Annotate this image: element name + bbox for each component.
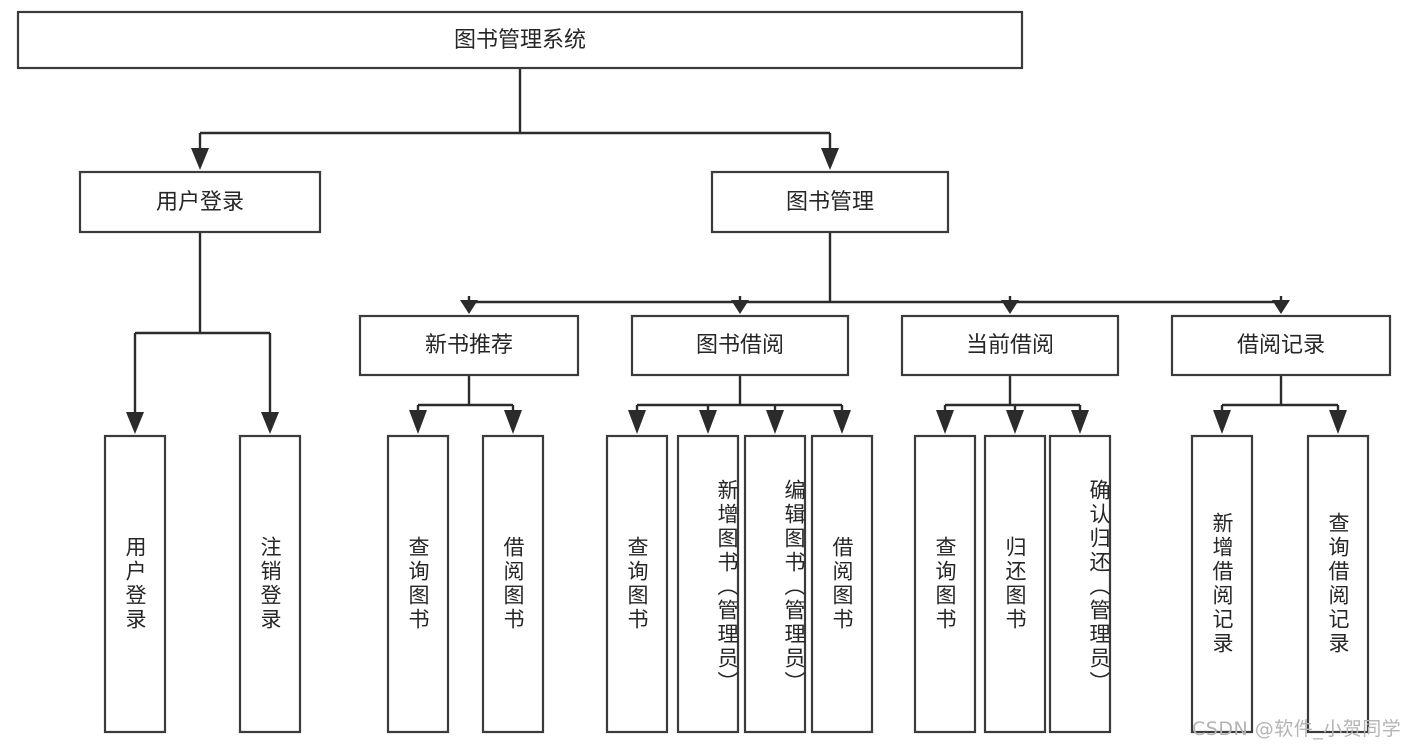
arrowhead-leaf-5 [628, 410, 646, 434]
arrowhead-record [1272, 300, 1290, 314]
arrowhead-leaf-12 [1213, 410, 1231, 434]
arrowhead-current [1001, 300, 1019, 314]
node-book-management-label: 图书管理 [786, 190, 874, 215]
arrowhead-borrow [731, 300, 749, 314]
connectors-userlogin-to-leaves [126, 232, 279, 434]
node-current-borrow-label: 当前借阅 [966, 333, 1054, 358]
node-borrow-record[interactable]: 借阅记录 [1170, 314, 1392, 377]
node-leaf-box-8[interactable] [810, 434, 874, 734]
arrowhead-leaf-9 [936, 410, 954, 434]
node-user-login[interactable]: 用户登录 [78, 170, 322, 234]
connectors-root-to-level2 [191, 68, 839, 170]
node-leaf-box-1[interactable] [103, 434, 167, 734]
node-current-borrow-box[interactable] [900, 314, 1120, 377]
connectors-newbook-to-leaves [409, 375, 522, 434]
node-leaf-box-11[interactable] [1048, 434, 1112, 734]
node-leaf-box-3[interactable] [386, 434, 450, 734]
node-user-login-label: 用户登录 [156, 190, 244, 215]
node-borrow-record-label: 借阅记录 [1237, 333, 1325, 358]
node-new-book-recommend-label: 新书推荐 [425, 333, 513, 358]
node-book-borrow[interactable]: 图书借阅 [630, 314, 850, 377]
node-root-label: 图书管理系统 [454, 28, 586, 53]
connectors-record-to-leaves [1213, 375, 1347, 434]
connectors-borrow-to-leaves [628, 375, 851, 434]
node-leaf-box-13[interactable] [1306, 434, 1370, 734]
node-leaf-box-4[interactable] [481, 434, 545, 734]
node-leaf-box-7[interactable] [743, 434, 807, 734]
node-leaf-box-12[interactable] [1190, 434, 1254, 734]
node-book-management-box[interactable] [710, 170, 950, 234]
node-leaf-box-6[interactable] [676, 434, 740, 734]
node-leaf-box-9[interactable] [913, 434, 977, 734]
node-current-borrow[interactable]: 当前借阅 [900, 314, 1120, 377]
arrowhead-book-mgmt [821, 148, 839, 170]
arrowhead-user-login [191, 148, 209, 170]
arrowhead-leaf-10 [1006, 410, 1024, 434]
node-book-borrow-label: 图书借阅 [696, 333, 784, 358]
node-root-box[interactable] [16, 10, 1024, 70]
arrowhead-leaf-4 [504, 410, 522, 434]
arrowhead-leaf-7 [766, 410, 784, 434]
watermark-text: CSDN @软件_小贺同学 [1192, 718, 1402, 740]
connectors-current-to-leaves [936, 375, 1089, 434]
connectors-bookmgmt-to-level3 [460, 232, 1290, 314]
arrowhead-leaf-1 [126, 412, 144, 434]
arrowhead-leaf-13 [1329, 410, 1347, 434]
node-book-borrow-box[interactable] [630, 314, 850, 377]
node-new-book-recommend-box[interactable] [358, 314, 580, 377]
node-leaf-box-10[interactable] [983, 434, 1047, 734]
node-borrow-record-box[interactable] [1170, 314, 1392, 377]
arrowhead-leaf-6 [699, 410, 717, 434]
arrowhead-leaf-11 [1071, 410, 1089, 434]
node-new-book-recommend[interactable]: 新书推荐 [358, 314, 580, 377]
node-root[interactable]: 图书管理系统 [16, 10, 1024, 70]
node-book-management[interactable]: 图书管理 [710, 170, 950, 234]
arrowhead-leaf-3 [409, 410, 427, 434]
node-leaf-box-2[interactable] [238, 434, 302, 734]
arrowhead-leaf-2 [261, 412, 279, 434]
node-leaf-box-5[interactable] [605, 434, 669, 734]
arrowhead-newbook [460, 300, 478, 314]
node-user-login-box[interactable] [78, 170, 322, 234]
arrowhead-leaf-8 [833, 410, 851, 434]
